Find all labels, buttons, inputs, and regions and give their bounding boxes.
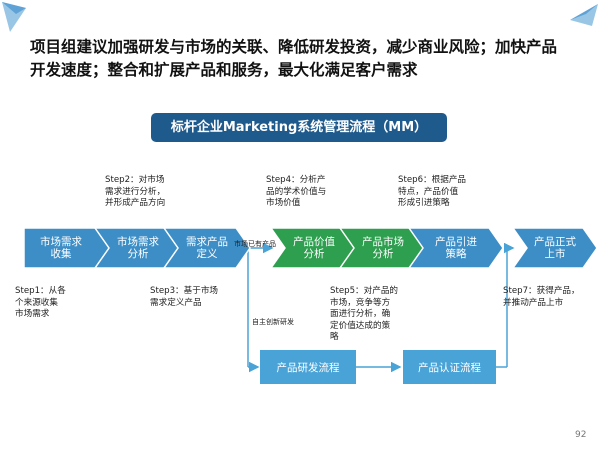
chevron-label-5: 产品市场 分析 [362,236,404,260]
step1-text: Step1：从各 个来源收集 市场需求 [15,286,66,319]
diagram-title-banner: 标杆企业Marketing系统管理流程（MM） [151,113,447,142]
chevron-label-4: 产品价值 分析 [293,236,335,260]
step2-text: Step2：对市场 需求进行分析， 并形成产品方向 [105,175,166,208]
step3-text: Step3：基于市场 需求定义产品 [150,286,219,308]
step6-text: Step6：根据产品 特点，产品价值 形成引进策略 [398,175,467,208]
chevron-label-2: 市场需求 分析 [117,236,159,260]
chevron-shape-6 [407,227,504,269]
cert-process-box: 产品认证流程 [403,350,496,384]
note-self-rd: 自主创新研发 [252,318,294,326]
step5-text: Step5：对产品的 市场，竞争等方 面进行分析，确 定价值达成的策 略 [330,286,399,342]
chevron-label-7: 产品正式 上市 [534,236,576,260]
chevron-shape-3 [162,227,251,269]
note-market-has-product: 市场已有产品 [234,240,276,248]
rd-process-box: 产品研发流程 [260,350,356,384]
corner-decoration-right [570,4,598,26]
step4-text: Step4：分析产 品的学术价值与 市场价值 [266,175,327,208]
chevron-label-1: 市场需求 收集 [40,236,82,260]
slide-heading: 项目组建议加强研发与市场的关联、降低研发投资，减少商业风险；加快产品开发速度；整… [30,38,558,79]
chevron-label-6: 产品引进 策略 [435,236,477,260]
chevron-shape-7 [511,227,598,269]
page-number: 92 [575,430,587,440]
corner-decoration-left [2,2,26,32]
chevron-label-3: 需求产品 定义 [186,236,228,260]
step7-text: Step7：获得产品， 并推动产品上市 [503,286,580,308]
